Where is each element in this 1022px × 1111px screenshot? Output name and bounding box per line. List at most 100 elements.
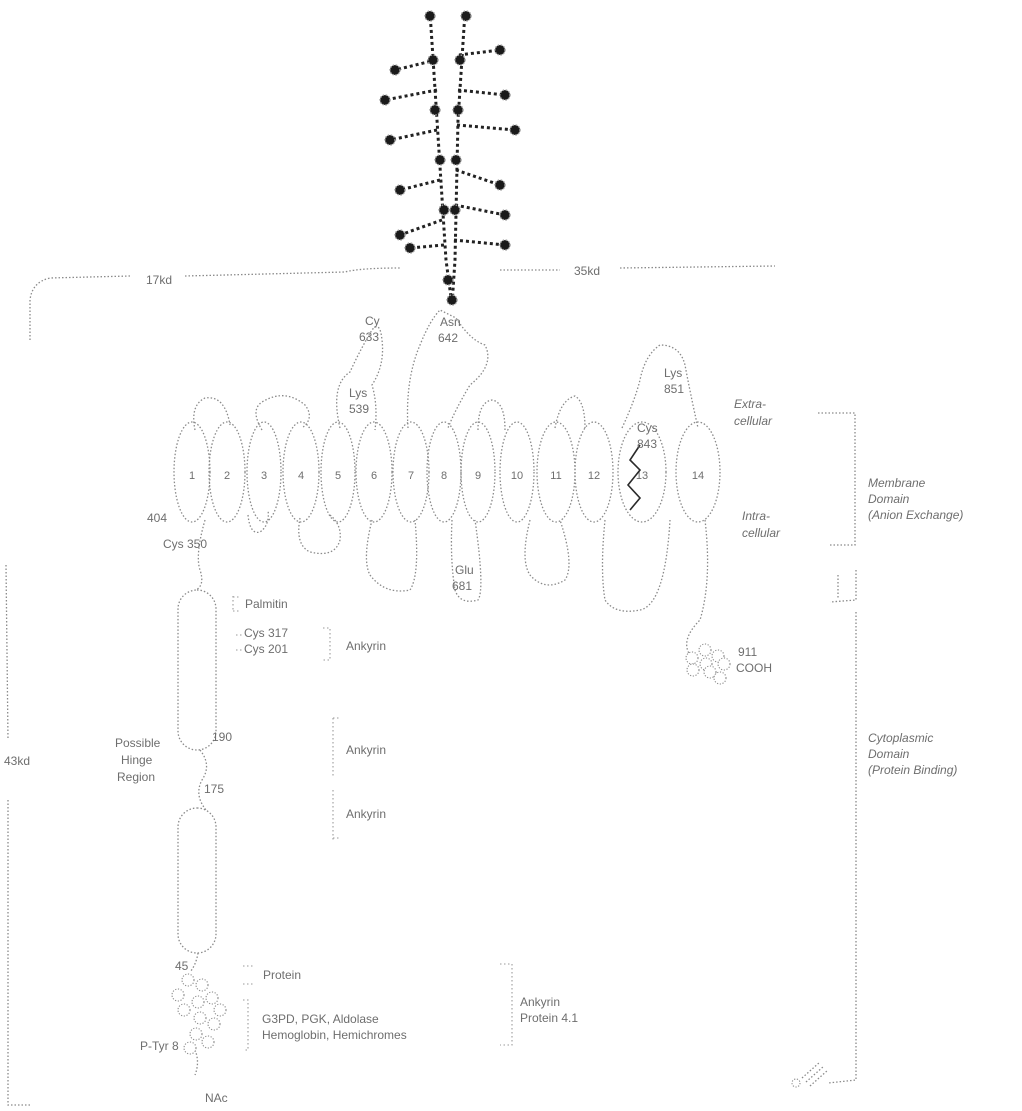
sugar-residue bbox=[425, 11, 435, 21]
sugar-residue bbox=[380, 95, 390, 105]
label-lys-851-a: Lys bbox=[664, 366, 682, 380]
region-labels: Extra- cellular Intra- cellular Membrane… bbox=[115, 397, 963, 784]
residue-bead bbox=[172, 989, 184, 1001]
sugar-residue bbox=[430, 105, 440, 115]
cyto-helix-lower bbox=[178, 808, 216, 953]
label-p-tyr-8: P-Tyr 8 bbox=[140, 1039, 179, 1053]
label-glu-681-a: Glu bbox=[455, 563, 474, 577]
label-cys-633-a: Cy bbox=[365, 314, 380, 328]
sugar-residue bbox=[451, 155, 461, 165]
helix-number: 10 bbox=[511, 470, 523, 482]
label-ankyrin-2: Ankyrin bbox=[346, 743, 386, 757]
carbohydrate-chain bbox=[380, 11, 520, 305]
helix-2: 2 bbox=[209, 422, 245, 522]
label-nac: NAc bbox=[205, 1091, 228, 1105]
sugar-residue bbox=[439, 205, 449, 215]
sugar-residue bbox=[443, 275, 453, 285]
sugar-residue bbox=[447, 295, 457, 305]
label-protein: Protein bbox=[263, 968, 301, 982]
label-cys-843-a: Cys bbox=[637, 421, 658, 435]
c-terminus bbox=[686, 644, 730, 684]
label-ankyrin-protein41-a: Ankyrin bbox=[520, 995, 560, 1009]
label-hinge-c: Region bbox=[117, 770, 155, 784]
label-lys-539-a: Lys bbox=[349, 386, 367, 400]
size-brackets bbox=[6, 266, 775, 1105]
scale-43kd: 43kd bbox=[4, 754, 30, 768]
label-extracellular-a: Extra- bbox=[734, 397, 766, 411]
label-intracellular-b: cellular bbox=[742, 526, 781, 540]
label-enzymes: G3PD, PGK, Aldolase bbox=[262, 1012, 379, 1026]
helix-number: 11 bbox=[550, 470, 561, 482]
label-cyto-domain-b: Domain bbox=[868, 747, 910, 761]
helix-7: 7 bbox=[393, 422, 429, 522]
scale-35kd: 35kd bbox=[574, 264, 600, 278]
residue-bead bbox=[192, 996, 204, 1008]
helix-1: 1 bbox=[174, 422, 210, 522]
residue-bead bbox=[202, 1036, 214, 1048]
label-ankyrin-protein41-b: Protein 4.1 bbox=[520, 1011, 578, 1025]
label-ankyrin-3: Ankyrin bbox=[346, 807, 386, 821]
label-cys-201: Cys 201 bbox=[244, 642, 288, 656]
helix-number: 2 bbox=[224, 470, 230, 482]
helix-number: 4 bbox=[298, 470, 304, 482]
label-hemo: Hemoglobin, Hemichromes bbox=[262, 1028, 407, 1042]
helix-4: 4 bbox=[283, 422, 319, 522]
helix-number: 5 bbox=[335, 470, 341, 482]
label-extracellular-b: cellular bbox=[734, 414, 773, 428]
binding-sites: Palmitin Ankyrin Ankyrin Ankyrin Protein… bbox=[233, 596, 578, 1050]
label-intracellular-a: Intra- bbox=[742, 509, 770, 523]
label-res-404: 404 bbox=[147, 511, 167, 525]
helix-number: 8 bbox=[441, 470, 447, 482]
sugar-residue bbox=[495, 180, 505, 190]
domain-brackets bbox=[818, 413, 856, 1083]
label-cooh: COOH bbox=[736, 661, 772, 675]
sugar-residue bbox=[450, 205, 460, 215]
residue-bead bbox=[214, 1004, 226, 1016]
residue-bead bbox=[208, 1018, 220, 1030]
helix-6: 6 bbox=[356, 422, 392, 522]
label-hinge-b: Hinge bbox=[121, 753, 153, 767]
label-cys-843-b: 843 bbox=[637, 437, 657, 451]
label-cyto-domain-a: Cytoplasmic bbox=[868, 731, 933, 745]
sugar-residue bbox=[500, 210, 510, 220]
residue-labels: Cy 633 Asn 6 4 2 Lys 5 3 9 Lys 851 Cys 843 G… bbox=[140, 314, 772, 1105]
cyto-helix-upper bbox=[178, 590, 216, 750]
residue-bead bbox=[686, 652, 698, 664]
corner-mark bbox=[792, 1062, 828, 1087]
residue-bead bbox=[687, 664, 699, 676]
label-cys-317: Cys 317 bbox=[244, 626, 288, 640]
helix-9: 9 bbox=[461, 422, 495, 522]
residue-bead bbox=[714, 672, 726, 684]
label-glu-681-b: 681 bbox=[452, 579, 472, 593]
helix-number: 3 bbox=[261, 470, 267, 482]
label-palmitin: Palmitin bbox=[245, 597, 288, 611]
residue-bead bbox=[699, 644, 711, 656]
sugar-residue bbox=[395, 230, 405, 240]
label-res-45: 45 bbox=[175, 959, 189, 973]
label-membrane-domain-c: (Anion Exchange) bbox=[868, 508, 963, 522]
helix-12: 12 bbox=[575, 422, 613, 522]
sugar-residue bbox=[385, 135, 395, 145]
sugar-residue bbox=[453, 105, 463, 115]
label-cys-633-b: 633 bbox=[359, 330, 379, 344]
sugar-residue bbox=[395, 185, 405, 195]
residue-bead bbox=[718, 658, 730, 670]
residue-bead bbox=[194, 1012, 206, 1024]
helix-number: 9 bbox=[475, 470, 481, 482]
helix-8: 8 bbox=[427, 422, 461, 522]
label-membrane-domain-a: Membrane bbox=[868, 476, 926, 490]
label-cys-350: Cys 350 bbox=[163, 537, 207, 551]
label-hinge-a: Possible bbox=[115, 736, 161, 750]
label-asn-642-a: Asn bbox=[440, 315, 461, 329]
label-lys-851-b: 851 bbox=[664, 382, 684, 396]
residue-bead bbox=[196, 979, 208, 991]
sugar-residue bbox=[500, 90, 510, 100]
intracellular-loops bbox=[248, 510, 708, 655]
sugar-residue bbox=[500, 240, 510, 250]
label-res-175: 175 bbox=[204, 782, 224, 796]
label-res-190: 190 bbox=[212, 730, 232, 744]
residue-bead bbox=[206, 992, 218, 1004]
residue-bead bbox=[184, 1042, 196, 1054]
helix-5: 5 bbox=[321, 422, 355, 522]
label-ankyrin-1: Ankyrin bbox=[346, 639, 386, 653]
